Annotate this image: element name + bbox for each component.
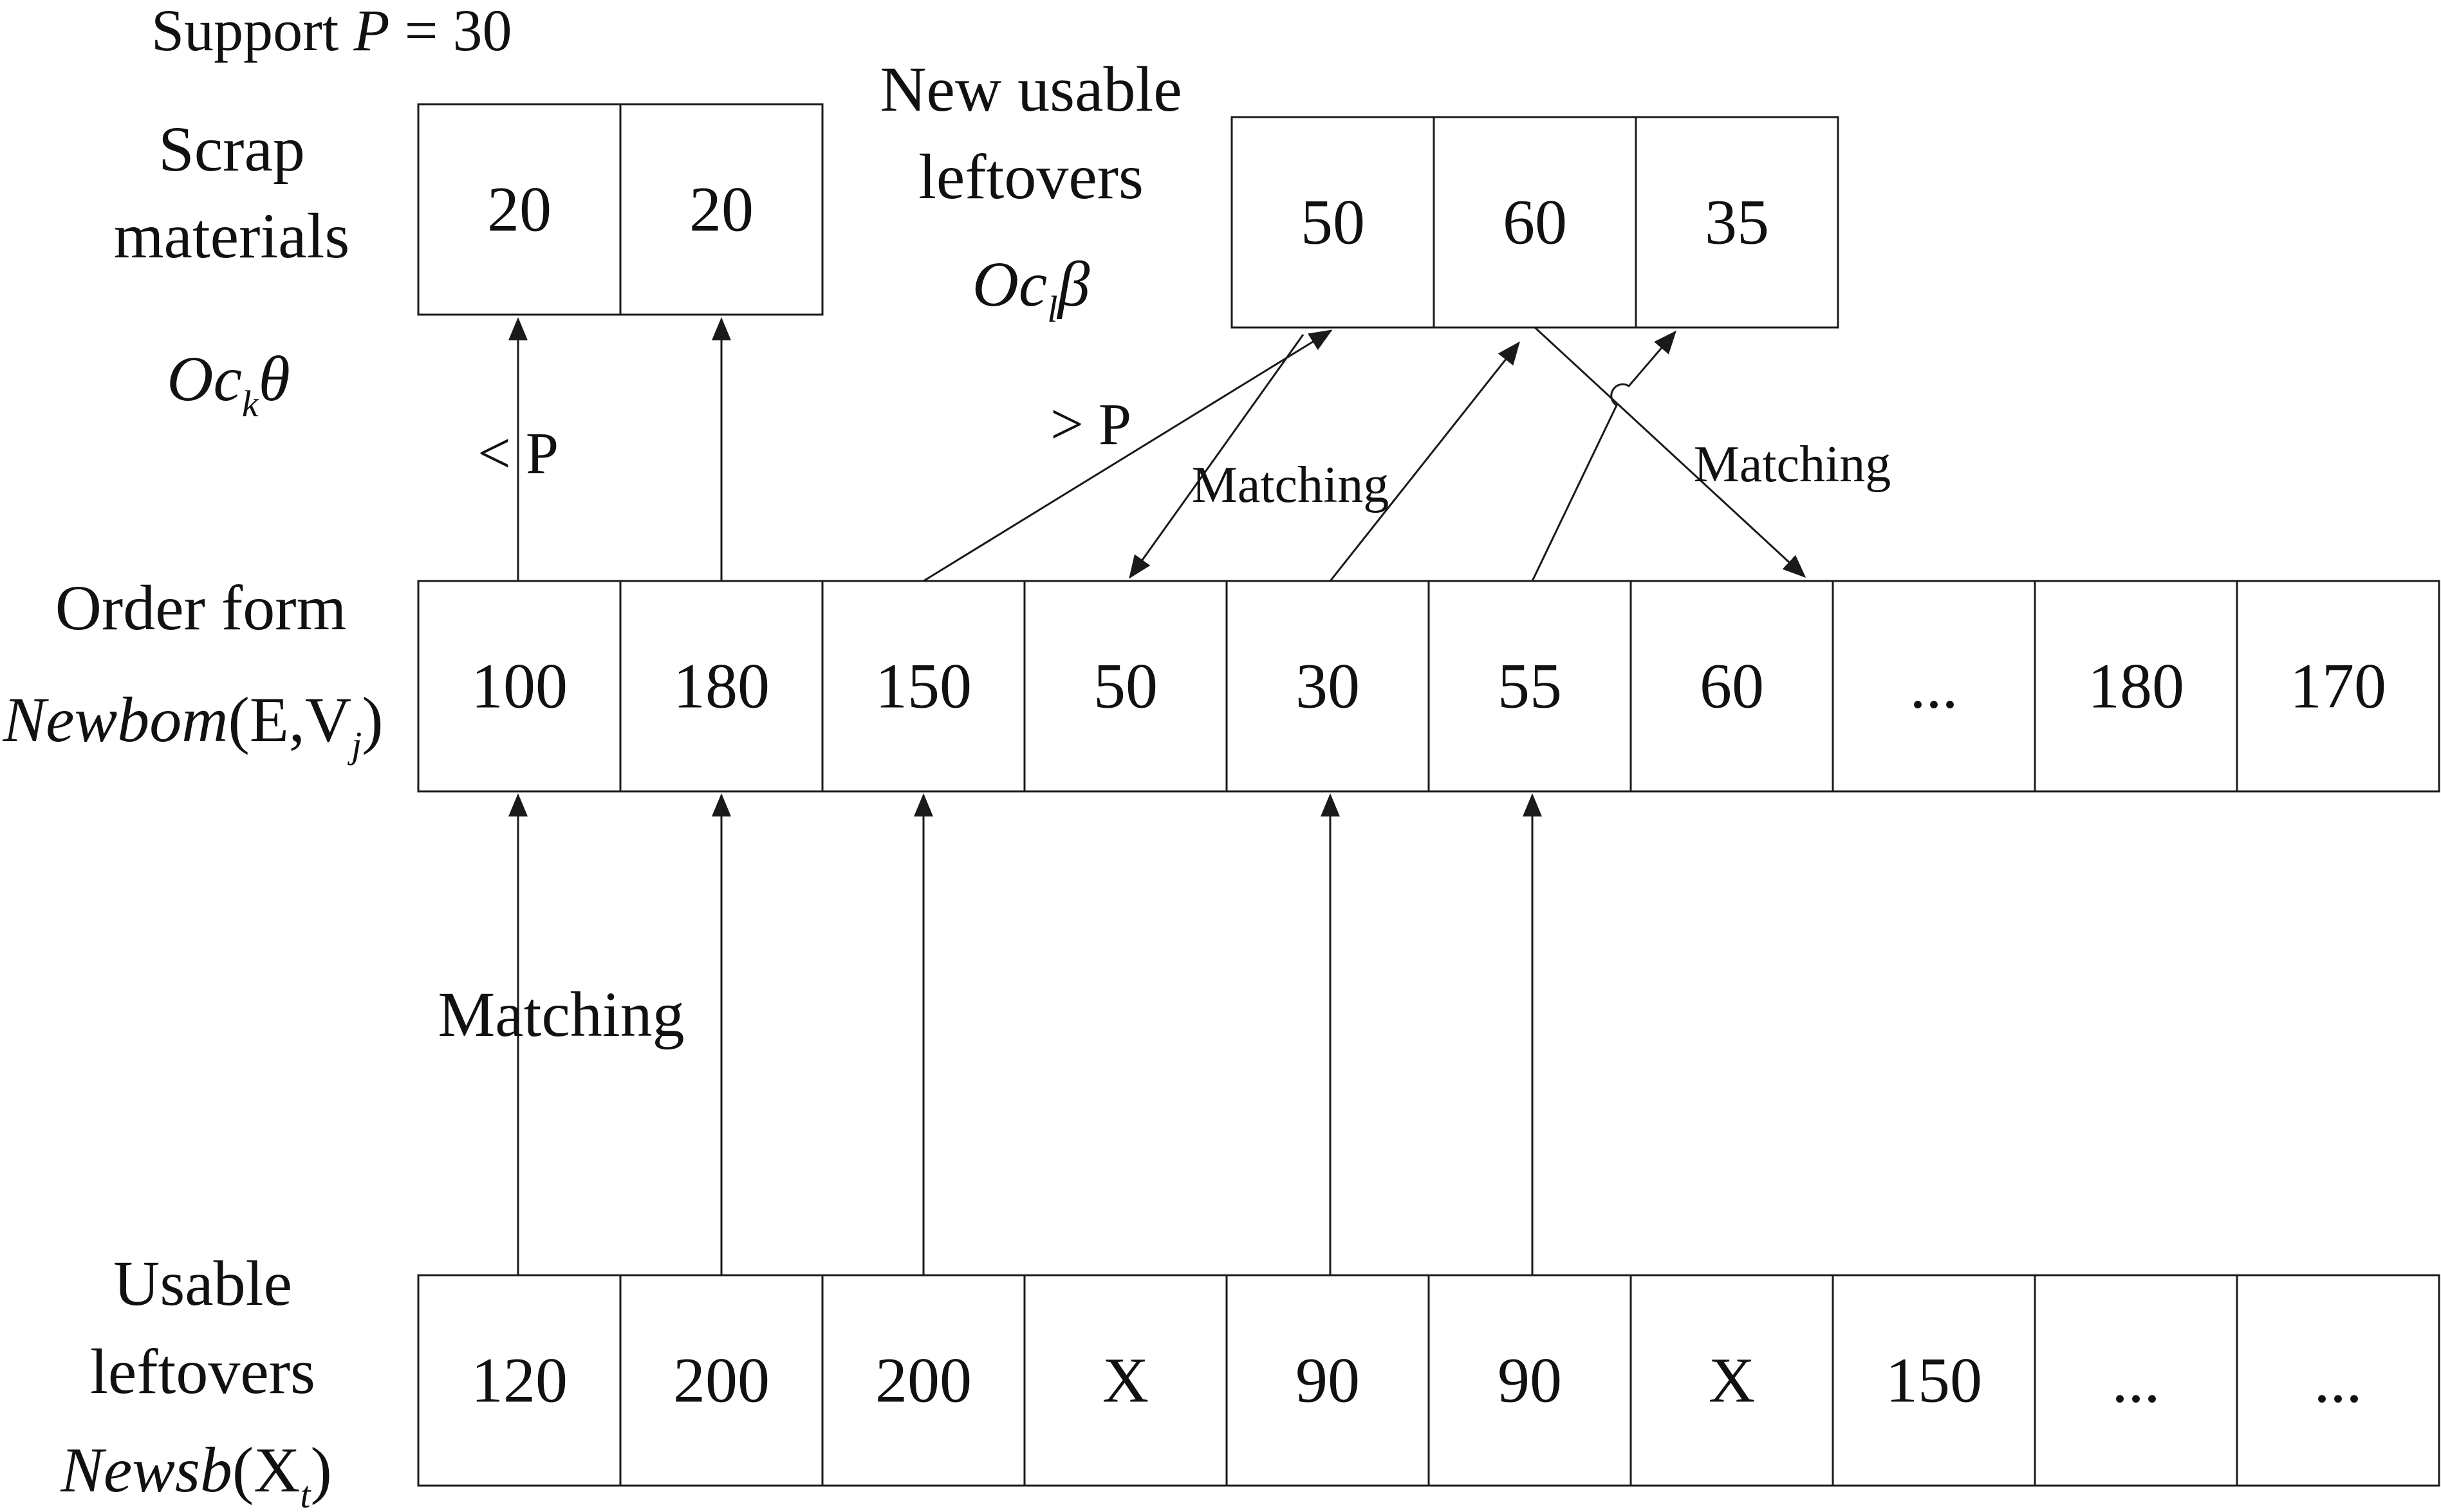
svg-text:60: 60 bbox=[1503, 187, 1567, 258]
new-leftovers-label-line1: New usable bbox=[880, 53, 1182, 125]
scrap-cell: 20 bbox=[619, 103, 824, 316]
new-leftovers-cells: 50 60 35 bbox=[1230, 116, 1839, 329]
svg-text:35: 35 bbox=[1705, 187, 1769, 258]
order-cell: 60 bbox=[1629, 580, 1834, 793]
svg-text:55: 55 bbox=[1498, 650, 1562, 722]
svg-text:...: ... bbox=[1910, 650, 1958, 722]
support-label: Support P = 30 bbox=[151, 0, 512, 63]
order-cell: 170 bbox=[2236, 580, 2440, 793]
svg-text:170: 170 bbox=[2290, 650, 2386, 722]
order-cell: 150 bbox=[821, 580, 1026, 793]
arrow-30-to-60 bbox=[1329, 341, 1520, 582]
matching-label-left: Matching bbox=[438, 979, 684, 1050]
new-leftovers-symbol: Oclβ bbox=[972, 248, 1090, 330]
usable-cells: 120 200 200 X 90 90 X 150 ... ... bbox=[417, 1274, 2440, 1487]
usable-cell: ... bbox=[2236, 1274, 2440, 1487]
arrow-50-to-order-50 bbox=[1129, 334, 1304, 579]
new-leftover-cell: 35 bbox=[1635, 116, 1839, 329]
order-cell: ... bbox=[1832, 580, 2036, 793]
order-cell: 30 bbox=[1225, 580, 1430, 793]
order-cell: 180 bbox=[619, 580, 824, 793]
svg-text:X: X bbox=[1102, 1345, 1149, 1416]
order-cell: 55 bbox=[1427, 580, 1632, 793]
svg-text:90: 90 bbox=[1295, 1345, 1360, 1416]
greater-than-p-label: > P bbox=[1050, 391, 1131, 457]
svg-text:120: 120 bbox=[471, 1345, 568, 1416]
usable-symbol: Newsb(Xt) bbox=[60, 1434, 332, 1512]
new-leftover-cell: 50 bbox=[1230, 116, 1435, 329]
svg-text:20: 20 bbox=[689, 174, 754, 245]
usable-cell: X bbox=[1023, 1274, 1228, 1487]
usable-cell: 120 bbox=[417, 1274, 622, 1487]
arrow-60-to-order-60 bbox=[1534, 326, 1806, 578]
usable-cell: 200 bbox=[619, 1274, 824, 1487]
order-cell: 100 bbox=[417, 580, 622, 793]
svg-text:60: 60 bbox=[1700, 650, 1764, 722]
svg-text:200: 200 bbox=[673, 1345, 770, 1416]
scrap-symbol: Ockθ bbox=[167, 343, 290, 425]
usable-cell: 150 bbox=[1832, 1274, 2036, 1487]
order-to-new-leftovers-arrows bbox=[923, 329, 1676, 582]
svg-text:90: 90 bbox=[1498, 1345, 1562, 1416]
svg-text:X: X bbox=[1709, 1345, 1755, 1416]
svg-text:...: ... bbox=[2314, 1345, 2362, 1416]
usable-to-order-arrows bbox=[508, 793, 1542, 1275]
less-than-p-label: < P bbox=[478, 420, 559, 486]
svg-text:30: 30 bbox=[1295, 650, 1360, 722]
svg-text:150: 150 bbox=[1886, 1345, 1982, 1416]
scrap-label-line2: materials bbox=[114, 200, 350, 272]
new-leftover-cell: 60 bbox=[1433, 116, 1637, 329]
svg-text:150: 150 bbox=[875, 650, 972, 722]
svg-text:180: 180 bbox=[2088, 650, 2184, 722]
order-symbol: Newbom(E,Vj) bbox=[2, 684, 383, 766]
matching-label-right: Matching bbox=[1694, 436, 1891, 493]
scrap-cell: 20 bbox=[417, 103, 622, 316]
svg-text:100: 100 bbox=[471, 650, 568, 722]
svg-text:180: 180 bbox=[673, 650, 770, 722]
usable-label-line2: leftovers bbox=[90, 1336, 315, 1407]
new-leftovers-label-line2: leftovers bbox=[918, 141, 1144, 212]
svg-text:50: 50 bbox=[1093, 650, 1158, 722]
scrap-cells: 20 20 bbox=[417, 103, 824, 316]
svg-text:20: 20 bbox=[487, 174, 552, 245]
order-cell: 50 bbox=[1023, 580, 1228, 793]
usable-cell: ... bbox=[2034, 1274, 2238, 1487]
usable-cell: 200 bbox=[821, 1274, 1026, 1487]
scrap-label-line1: Scrap bbox=[158, 113, 305, 185]
usable-cell: 90 bbox=[1427, 1274, 1632, 1487]
order-label-line1: Order form bbox=[55, 572, 347, 643]
order-cell: 180 bbox=[2034, 580, 2238, 793]
matching-label-center: Matching bbox=[1192, 457, 1389, 513]
usable-cell: X bbox=[1629, 1274, 1834, 1487]
svg-text:200: 200 bbox=[875, 1345, 972, 1416]
usable-label-line1: Usable bbox=[113, 1248, 292, 1319]
svg-text:...: ... bbox=[2112, 1345, 2160, 1416]
new-leftovers-to-order-arrows bbox=[1129, 326, 1806, 579]
order-to-scrap-arrows bbox=[508, 317, 731, 581]
usable-cell: 90 bbox=[1225, 1274, 1430, 1487]
svg-text:50: 50 bbox=[1301, 187, 1365, 258]
arrow-55-to-35 bbox=[1531, 330, 1676, 582]
order-cells: 100 180 150 50 30 55 60 ... 180 170 bbox=[417, 580, 2440, 793]
arrow-150-to-50 bbox=[923, 329, 1333, 582]
